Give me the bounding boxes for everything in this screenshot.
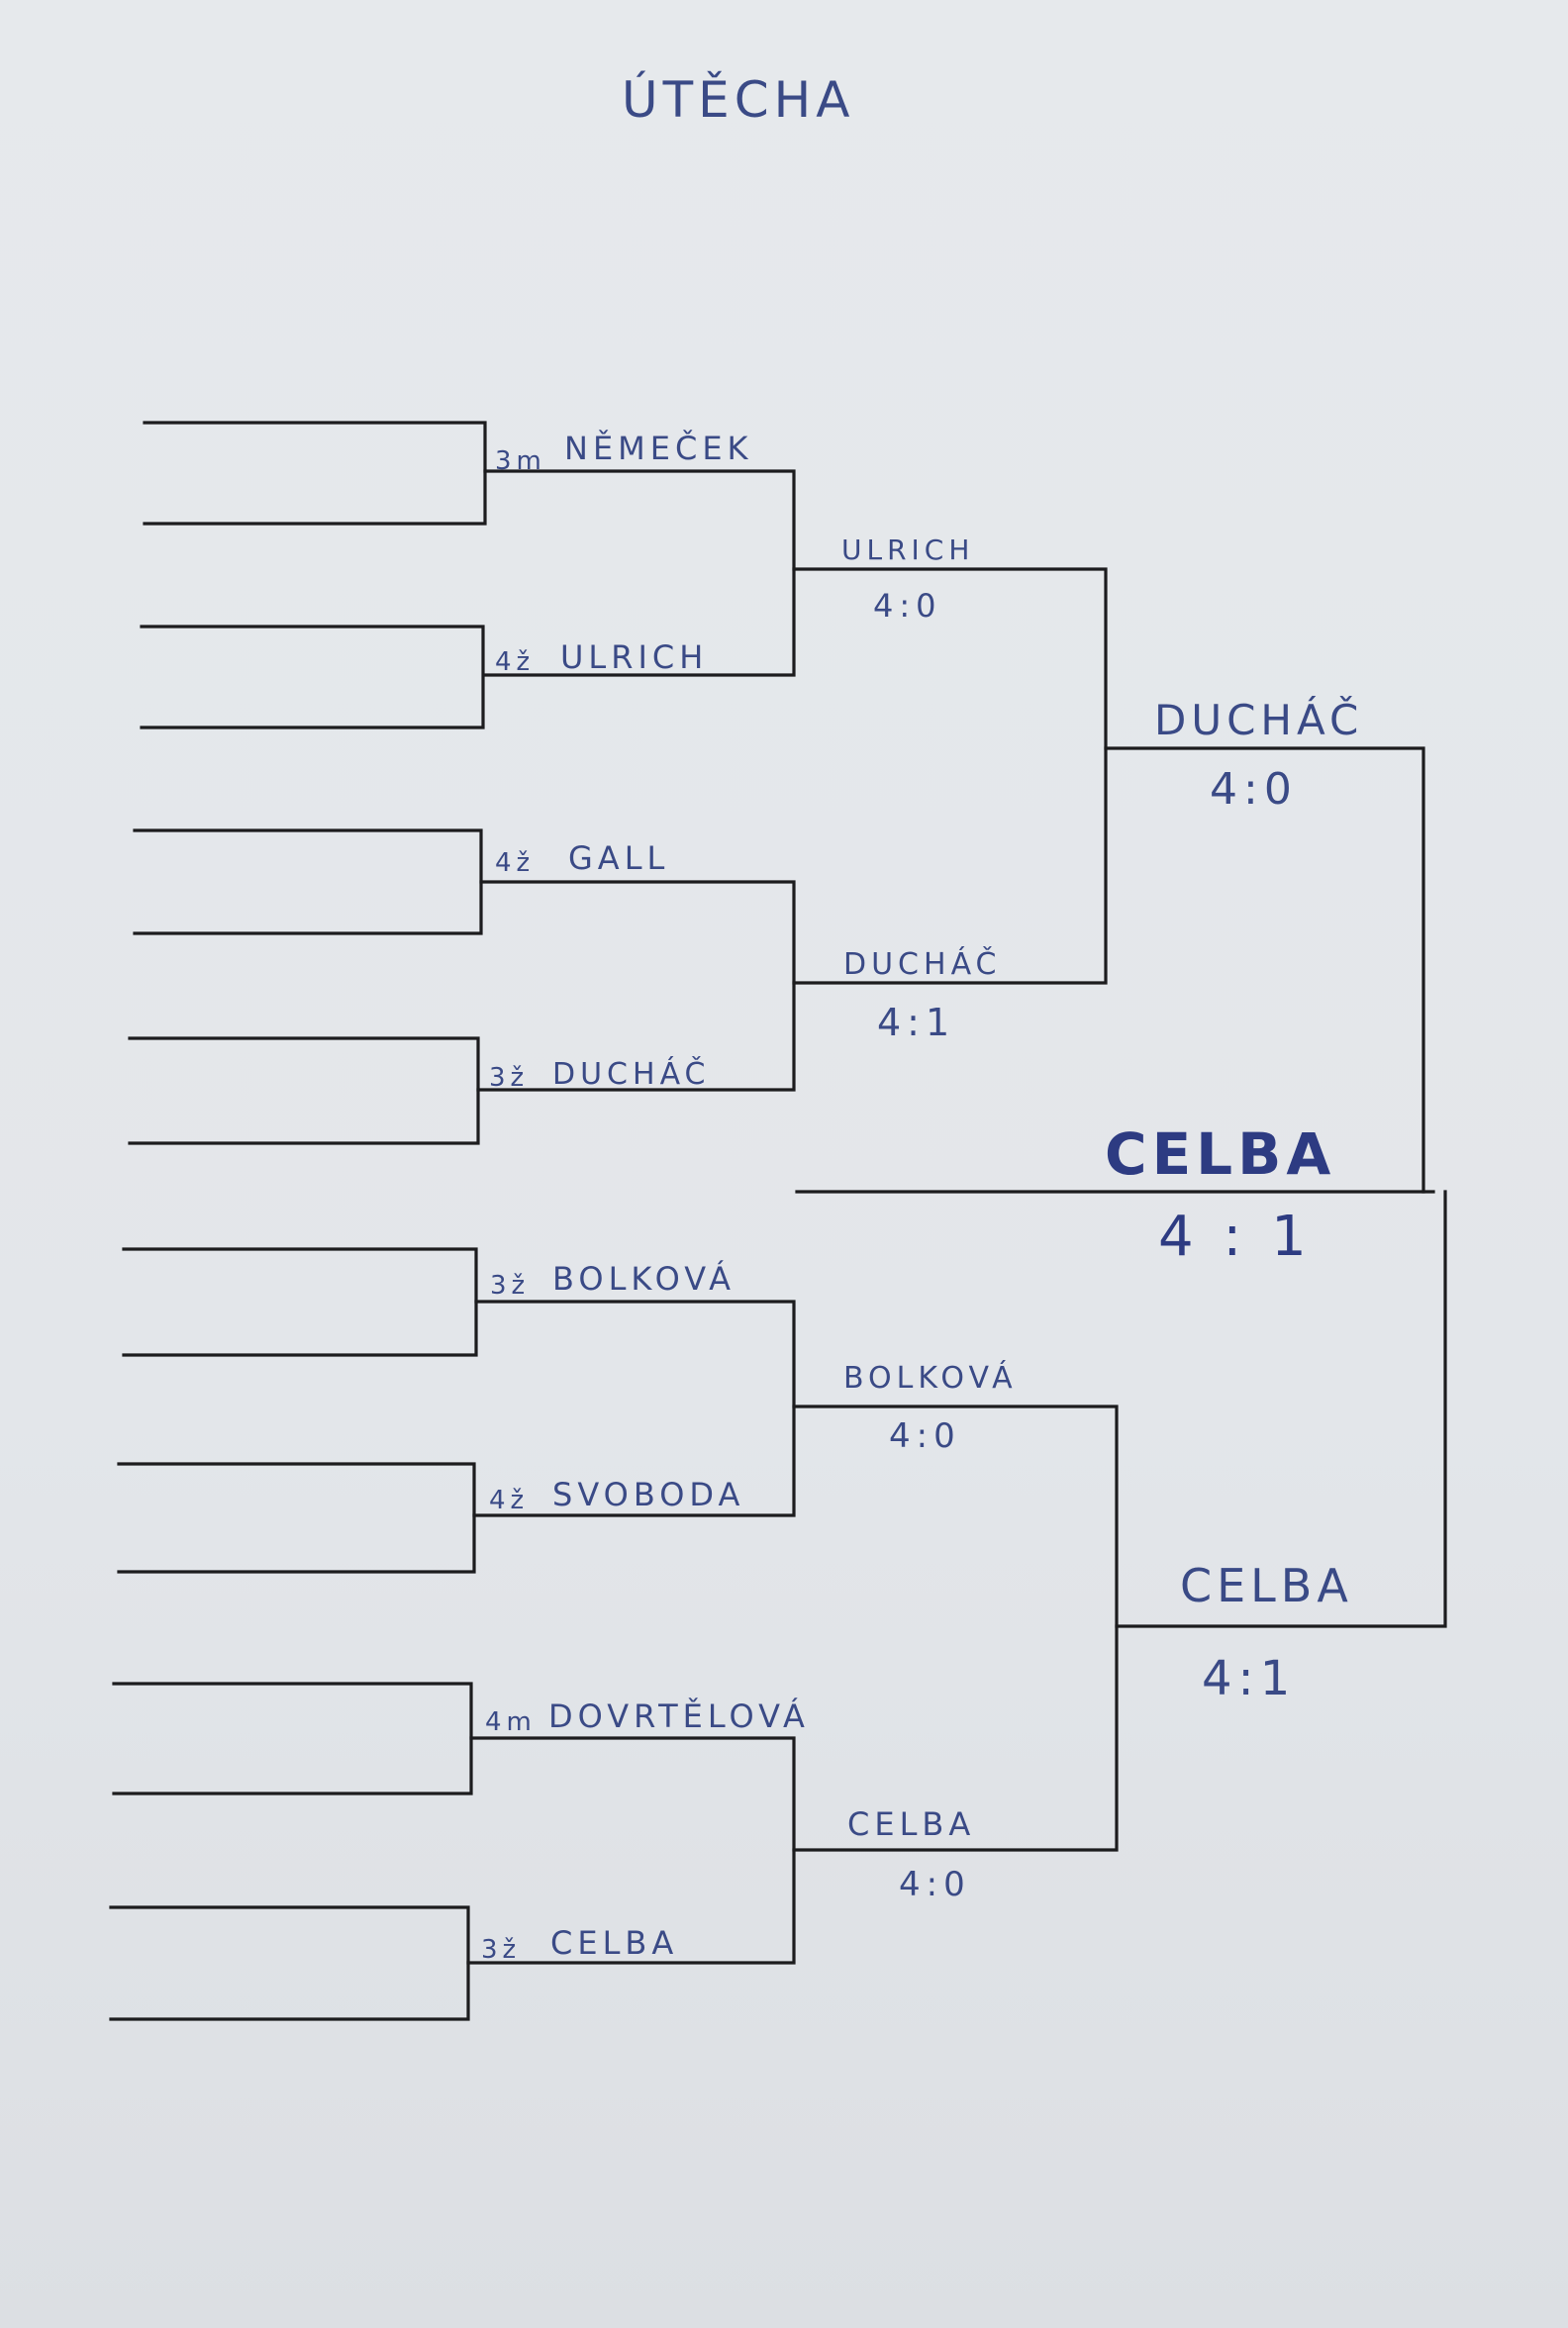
round1-entry-5: 3ž BOLKOVÁ: [490, 1260, 735, 1301]
winner-name: BOLKOVÁ: [843, 1360, 1018, 1396]
seed-label: 3ž: [481, 1935, 521, 1965]
champion-name: CELBA: [1105, 1120, 1335, 1188]
seed-label: 3ž: [489, 1063, 529, 1093]
winner-name: DUCHÁČ: [1154, 695, 1363, 744]
round1-entry-3: 4ž GALL: [495, 839, 669, 878]
round2-bracket-2: [476, 880, 796, 1092]
match-score: 4:0: [873, 587, 942, 625]
round1-slot-3: [133, 828, 483, 935]
seed-label: 4m: [485, 1707, 537, 1737]
round2-bracket-3: [472, 1300, 796, 1517]
round1-slot-5: [122, 1247, 478, 1357]
seed-label: 4ž: [495, 647, 535, 677]
final-score: 4 : 1: [1158, 1205, 1313, 1269]
winner-name: ULRICH: [841, 534, 974, 566]
player-name: CELBA: [550, 1924, 678, 1962]
round1-slot-6: [117, 1462, 476, 1574]
round3-match-2: CELBA 4:1: [1180, 1559, 1353, 1706]
winner-name: CELBA: [847, 1805, 975, 1843]
match-score: 4:0: [889, 1416, 961, 1456]
round2-match-4: CELBA 4:0: [847, 1805, 975, 1904]
match-score: 4:0: [1210, 764, 1298, 815]
match-score: 4:0: [899, 1865, 971, 1904]
winner-name: CELBA: [1180, 1559, 1353, 1612]
round1-slot-1: [143, 421, 487, 526]
round2-match-3: BOLKOVÁ 4:0: [843, 1360, 1018, 1456]
player-name: GALL: [568, 839, 669, 877]
seed-label: 3m: [495, 446, 546, 476]
bracket-title: ÚTĚCHA: [622, 70, 854, 129]
round1-entry-2: 4ž ULRICH: [495, 638, 708, 677]
round3-match-1: DUCHÁČ 4:0: [1154, 695, 1363, 815]
player-name: BOLKOVÁ: [552, 1260, 735, 1298]
player-name: DUCHÁČ: [552, 1055, 711, 1092]
seed-label: 4ž: [489, 1486, 529, 1515]
round1-entry-4: 3ž DUCHÁČ: [489, 1055, 711, 1093]
seed-label: 4ž: [495, 848, 535, 878]
winner-name: DUCHÁČ: [843, 945, 1002, 982]
player-name: NĚMEČEK: [564, 429, 753, 467]
match-score: 4:1: [1202, 1651, 1296, 1706]
round2-bracket-1: [483, 469, 796, 677]
round1-entry-6: 4ž SVOBODA: [489, 1476, 744, 1515]
round2-match-2: DUCHÁČ 4:1: [843, 945, 1002, 1044]
round1-entry-1: 3m NĚMEČEK: [495, 429, 753, 476]
player-name: DOVRTĚLOVÁ: [548, 1698, 810, 1735]
player-name: SVOBODA: [552, 1476, 744, 1513]
semifinal-bracket-top: [1104, 746, 1425, 1194]
round2-match-1: ULRICH 4:0: [841, 534, 974, 625]
player-name: ULRICH: [560, 638, 708, 676]
round3-bracket-2: [792, 1405, 1119, 1852]
round1-slot-7: [112, 1682, 473, 1795]
round1-slot-8: [109, 1905, 470, 2021]
round1-entry-7: 4m DOVRTĚLOVÁ: [485, 1698, 810, 1737]
semifinal-bracket-bottom: [1115, 1190, 1447, 1628]
round1-slot-4: [128, 1036, 480, 1145]
round1-slot-2: [140, 625, 485, 729]
final-match: CELBA 4 : 1: [1105, 1120, 1335, 1269]
round1-entry-8: 3ž CELBA: [481, 1924, 678, 1965]
round3-bracket-1: [792, 567, 1108, 985]
match-score: 4:1: [877, 1001, 955, 1044]
seed-label: 3ž: [490, 1271, 530, 1301]
